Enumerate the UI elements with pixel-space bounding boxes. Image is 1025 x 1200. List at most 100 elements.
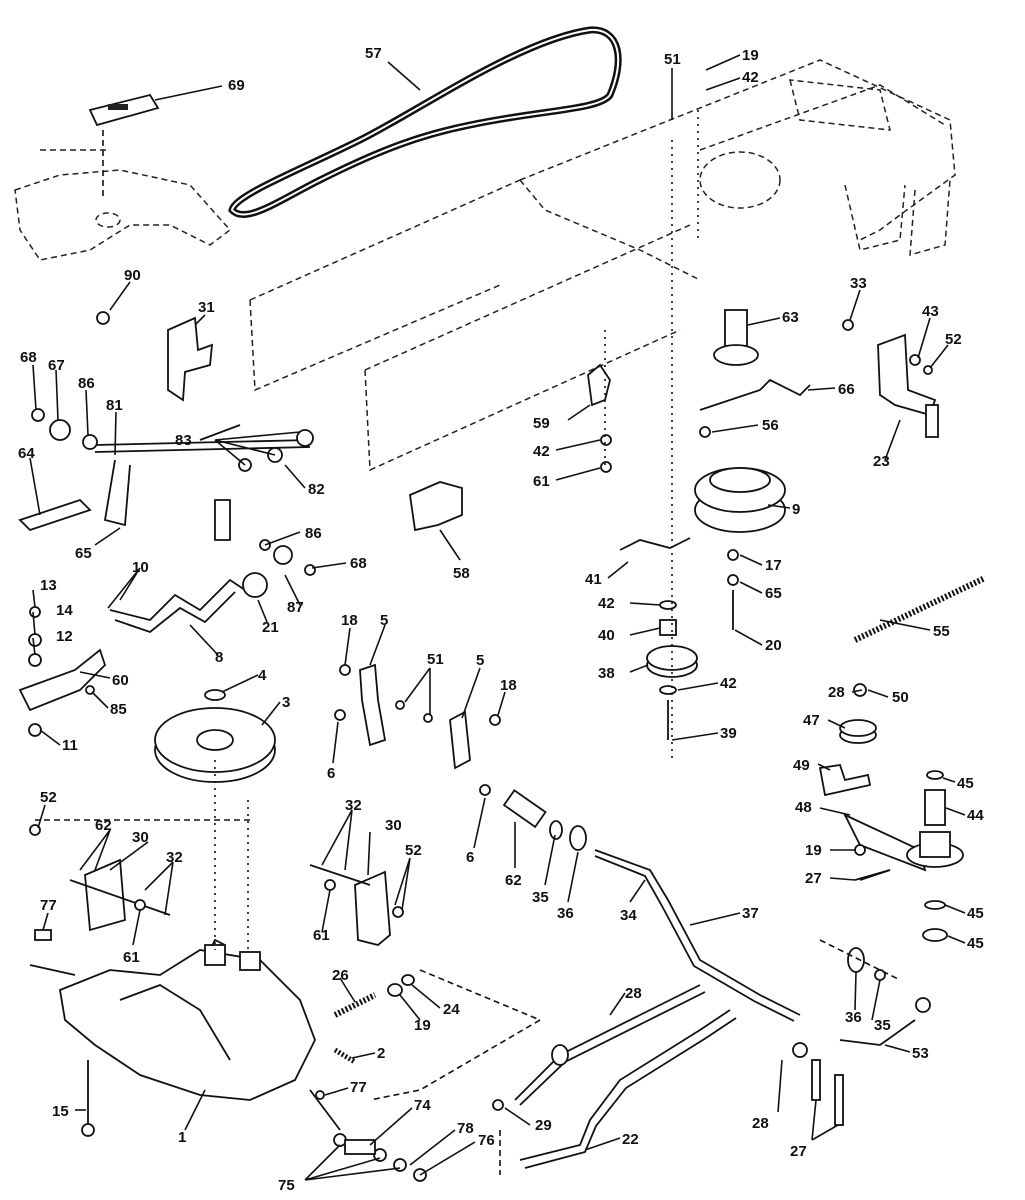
callout-28b: 28: [625, 985, 642, 1002]
callout-65: 65: [75, 545, 92, 562]
pulley-3: [154, 689, 276, 783]
callout-42d: 42: [720, 675, 737, 692]
callout-82: 82: [308, 481, 325, 498]
callout-58: 58: [453, 565, 470, 582]
callout-9: 9: [792, 501, 800, 518]
callout-40: 40: [598, 627, 615, 644]
callout-47: 47: [803, 712, 820, 729]
shaft-assembly: [18, 408, 314, 541]
callout-30b: 30: [385, 817, 402, 834]
callout-45c: 45: [967, 935, 984, 952]
callout-15: 15: [52, 1103, 69, 1120]
callout-34: 34: [620, 907, 637, 924]
callout-labels: 57 51 19 42 69 90 31 63 33 43 52 68 67 8…: [18, 45, 984, 1194]
callout-52: 52: [945, 331, 962, 348]
bracket-23: [842, 319, 939, 438]
callout-61c: 61: [313, 927, 330, 944]
callout-67: 67: [48, 357, 65, 374]
callout-52c: 52: [405, 842, 422, 859]
callout-77: 77: [40, 897, 57, 914]
callout-59: 59: [533, 415, 550, 432]
callout-63: 63: [782, 309, 799, 326]
callout-76: 76: [478, 1132, 495, 1149]
callout-81: 81: [106, 397, 123, 414]
callout-45: 45: [957, 775, 974, 792]
callout-36b: 36: [845, 1009, 862, 1026]
callout-27: 27: [805, 870, 822, 887]
hood-outline: [14, 149, 232, 261]
callout-83: 83: [175, 432, 192, 449]
callout-60: 60: [112, 672, 129, 689]
callout-56: 56: [762, 417, 779, 434]
callout-74: 74: [414, 1097, 431, 1114]
callout-44: 44: [967, 807, 984, 824]
callout-leaders: [29, 54, 966, 1181]
callout-8: 8: [215, 649, 223, 666]
callout-61: 61: [533, 473, 550, 490]
idler-assembly: [818, 683, 964, 942]
callout-62b: 62: [505, 872, 522, 889]
callout-26: 26: [332, 967, 349, 984]
callout-61b: 61: [123, 949, 140, 966]
callout-69: 69: [228, 77, 245, 94]
callout-77b: 77: [350, 1079, 367, 1096]
callout-6b: 6: [466, 849, 474, 866]
pto-clutch: [694, 309, 811, 630]
callout-17: 17: [765, 557, 782, 574]
decal-part: [88, 93, 160, 127]
bolt-15: [81, 1060, 95, 1137]
callout-51b: 51: [427, 651, 444, 668]
callout-85: 85: [110, 701, 127, 718]
callout-43: 43: [922, 303, 939, 320]
callout-87: 87: [287, 599, 304, 616]
callout-19: 19: [742, 47, 759, 64]
callout-18b: 18: [500, 677, 517, 694]
callout-57: 57: [365, 45, 382, 62]
callout-35: 35: [532, 889, 549, 906]
callout-27b: 27: [790, 1143, 807, 1160]
callout-18: 18: [341, 612, 358, 629]
rod-28-22: [492, 984, 808, 1169]
callout-64: 64: [18, 445, 35, 462]
callout-35b: 35: [874, 1017, 891, 1034]
part-77: [34, 929, 52, 941]
spring-55: [853, 575, 987, 643]
callout-39: 39: [720, 725, 737, 742]
callout-28c: 28: [752, 1115, 769, 1132]
callout-49: 49: [793, 757, 810, 774]
callout-10: 10: [132, 559, 149, 576]
callout-32b: 32: [345, 797, 362, 814]
callout-37: 37: [742, 905, 759, 922]
callout-42b: 42: [533, 443, 550, 460]
callout-3: 3: [282, 694, 290, 711]
callout-6: 6: [327, 765, 335, 782]
bolts-27: [811, 869, 891, 1126]
callout-13: 13: [40, 577, 57, 594]
callout-86: 86: [78, 375, 95, 392]
spring-25-group: [315, 974, 415, 1100]
callout-38: 38: [598, 665, 615, 682]
bracket-5-pair: [334, 663, 501, 796]
bracket-31: [167, 316, 214, 402]
guide-lines: [35, 110, 901, 1175]
callout-19c: 19: [414, 1017, 431, 1034]
callout-55: 55: [933, 623, 950, 640]
callout-36: 36: [557, 905, 574, 922]
callout-86b: 86: [305, 525, 322, 542]
callout-19b: 19: [805, 842, 822, 859]
drive-belt: [228, 26, 622, 218]
callout-33: 33: [850, 275, 867, 292]
callout-41: 41: [585, 571, 602, 588]
rod-assembly: [502, 789, 931, 1046]
callout-51: 51: [664, 51, 681, 68]
callout-52b: 52: [40, 789, 57, 806]
callout-68b: 68: [350, 555, 367, 572]
callout-78: 78: [457, 1120, 474, 1137]
shift-lever: [109, 539, 316, 634]
callout-14: 14: [56, 602, 73, 619]
callout-32: 32: [166, 849, 183, 866]
callout-66: 66: [838, 381, 855, 398]
callout-21: 21: [262, 619, 279, 636]
callout-65b: 65: [765, 585, 782, 602]
